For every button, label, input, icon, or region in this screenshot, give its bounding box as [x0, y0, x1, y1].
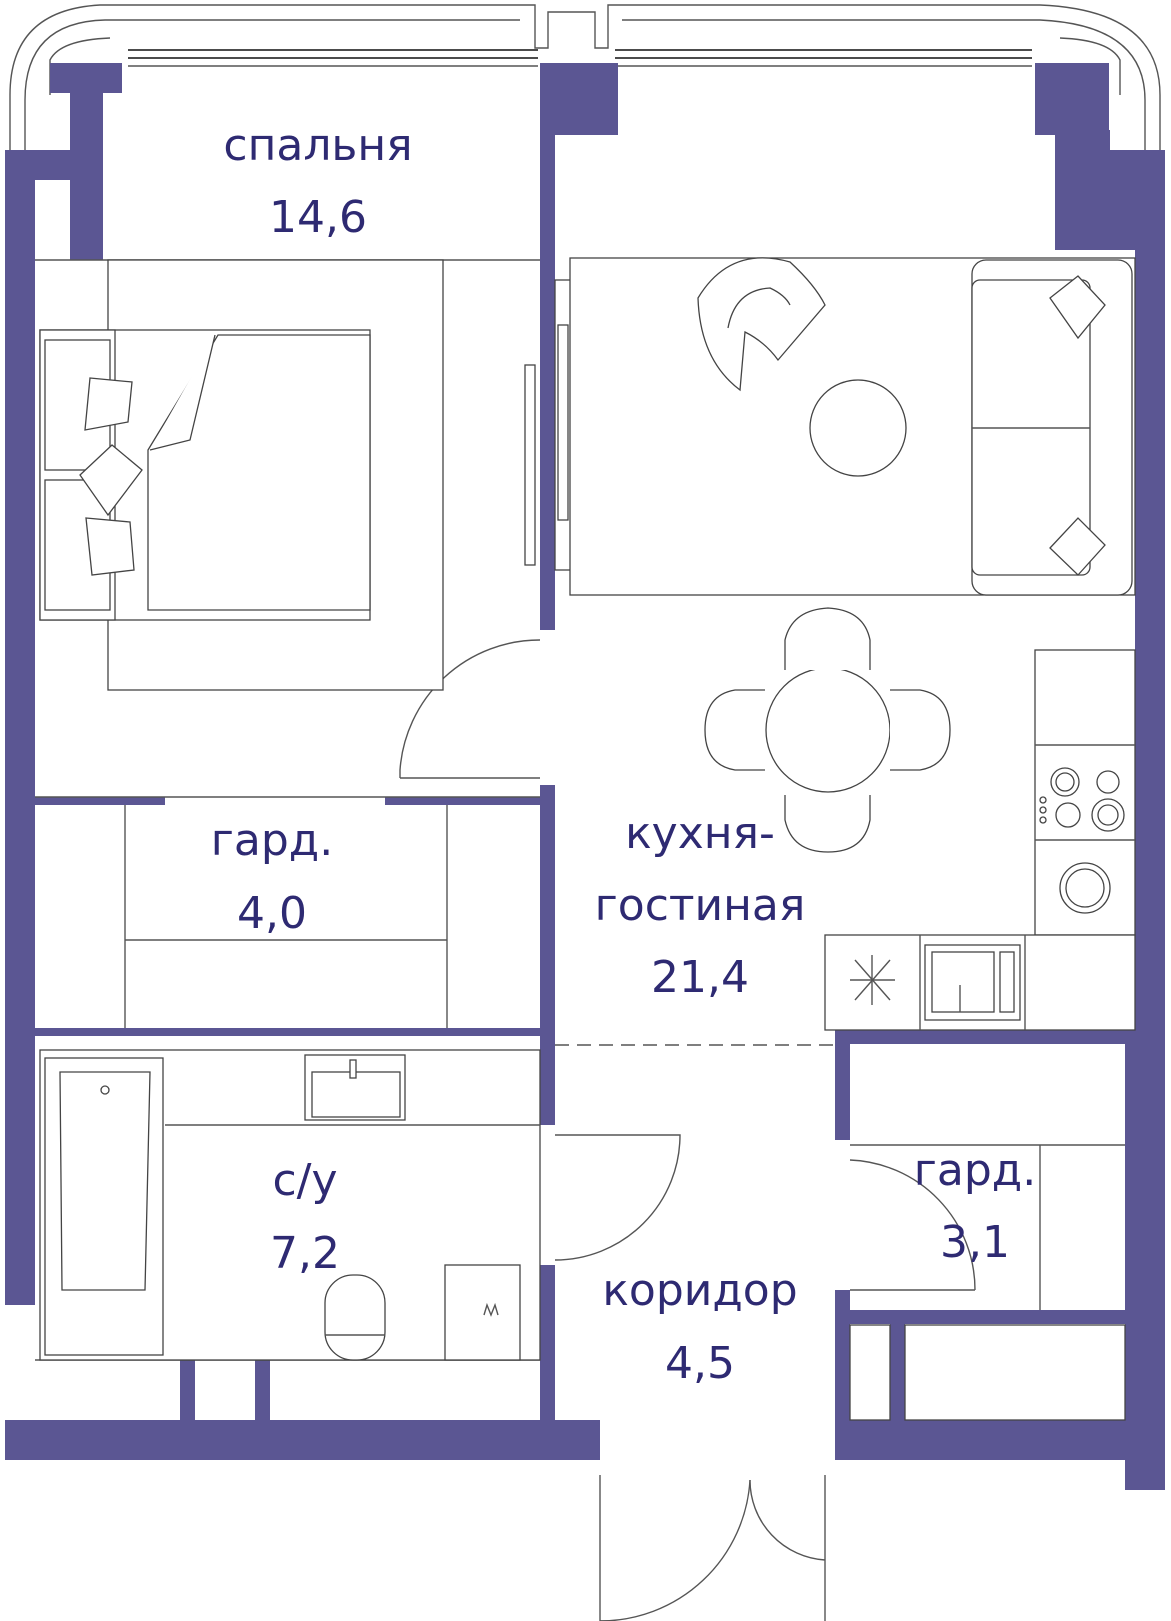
wardrobe1-area: 4,0	[237, 888, 307, 939]
walls	[5, 63, 1165, 1490]
room-labels: спальня 14,6 кухня- гостиная 21,4 гард. …	[211, 120, 1036, 1389]
doors	[399, 639, 976, 1621]
kitchen-name-line1: кухня-	[625, 808, 775, 859]
corridor-name: коридор	[602, 1265, 797, 1316]
bedroom-name: спальня	[223, 120, 412, 171]
bed	[39, 259, 444, 691]
corridor-area: 4,5	[665, 1338, 735, 1389]
wardrobe2-area: 3,1	[940, 1217, 1010, 1268]
bathroom-name: с/у	[272, 1155, 337, 1206]
bathroom-fixtures	[39, 1049, 541, 1361]
kitchen-name-line2: гостиная	[595, 880, 806, 931]
wardrobe2-name: гард.	[914, 1145, 1036, 1196]
wardrobe1-name: гард.	[211, 815, 333, 866]
window-frames	[9, 4, 1161, 150]
kitchen-area: 21,4	[651, 952, 749, 1003]
small-storage	[849, 1324, 1126, 1421]
sofa-area	[569, 257, 1136, 596]
bathroom-area: 7,2	[270, 1228, 340, 1279]
kitchen-counter	[824, 649, 1136, 1031]
dining-set	[704, 607, 951, 853]
bedroom-area: 14,6	[269, 192, 367, 243]
